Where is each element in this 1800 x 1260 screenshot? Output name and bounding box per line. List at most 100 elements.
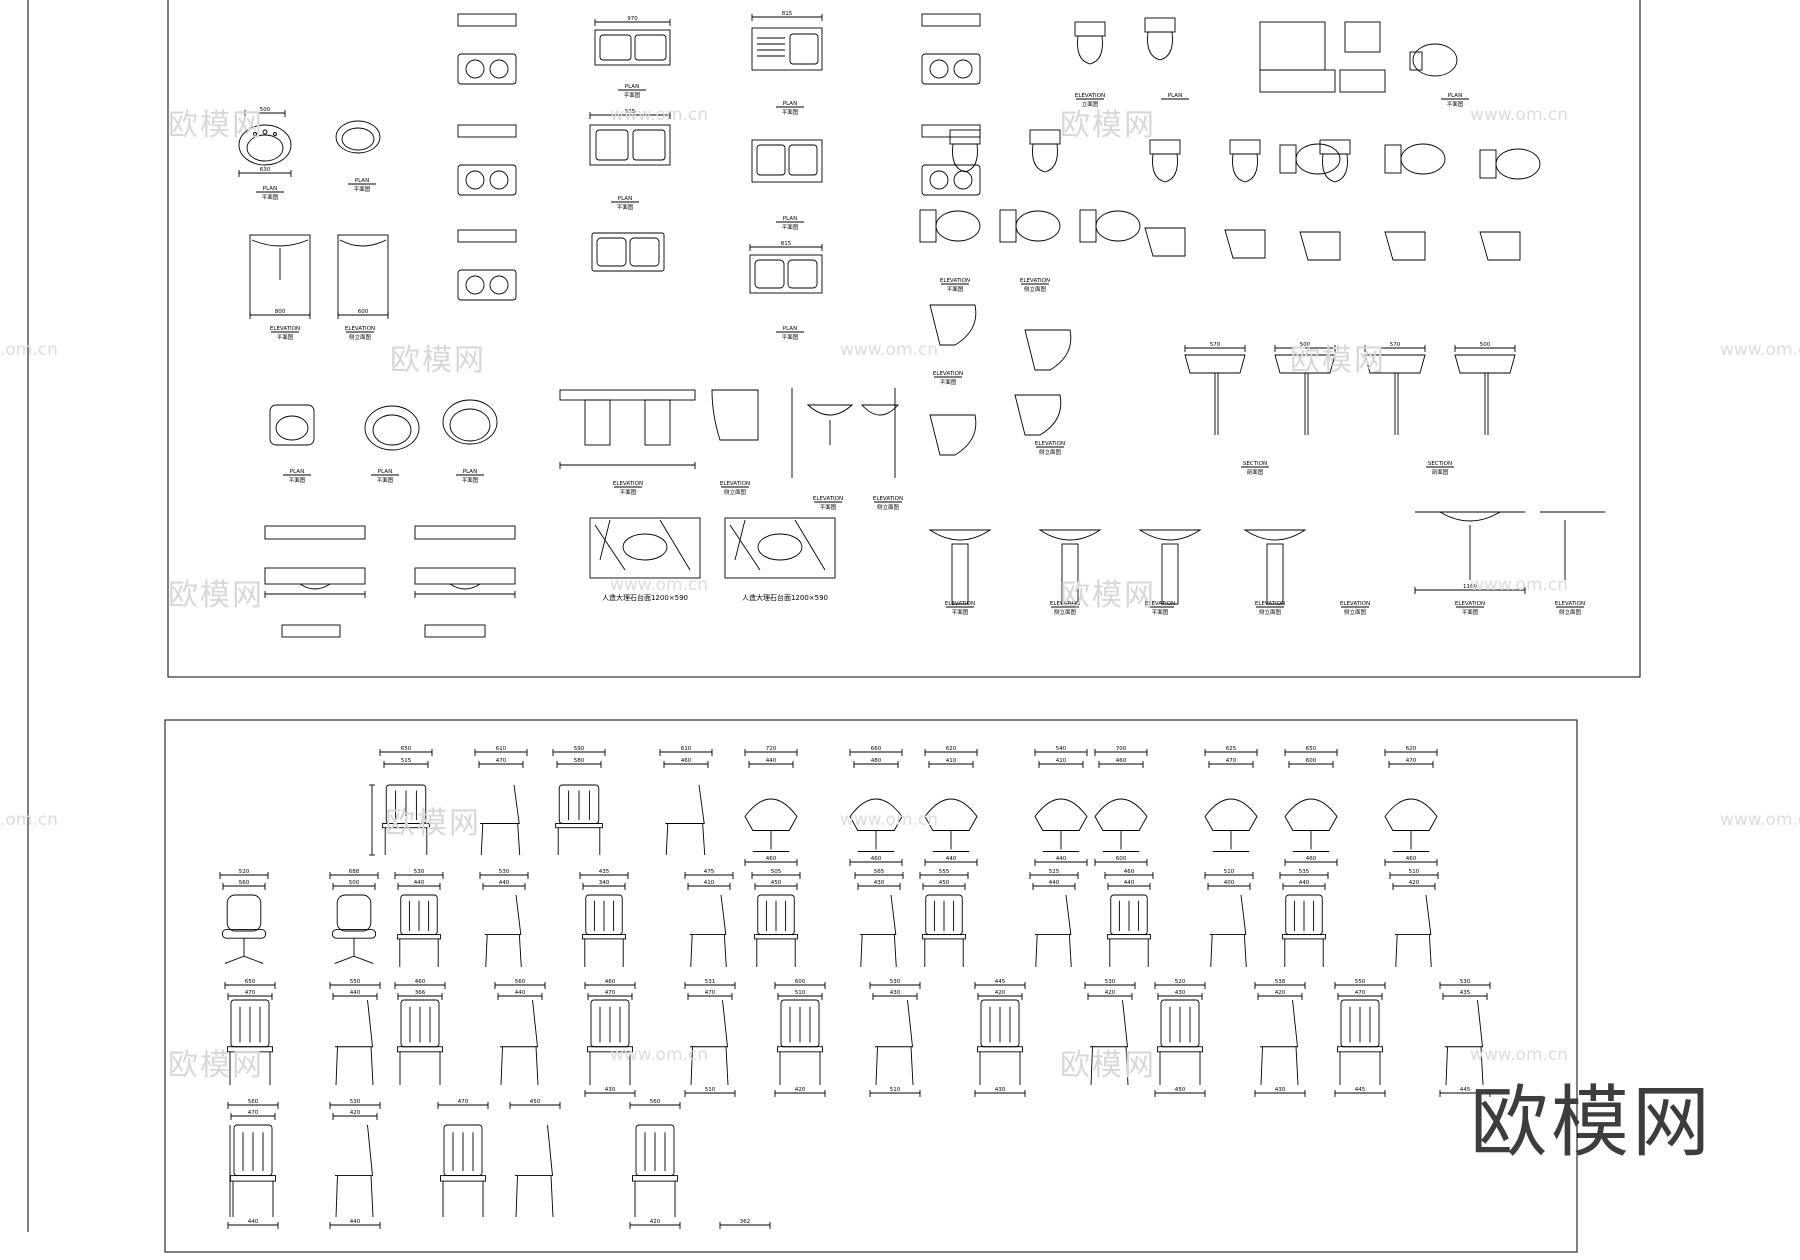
chair-leg — [702, 823, 706, 856]
dimension-label: 515 — [401, 758, 412, 764]
view-caption-cn: 剖面图 — [1247, 468, 1264, 476]
view-caption: PLAN — [783, 326, 797, 332]
fixtures-sheet-frame — [167, 0, 1641, 678]
chair-back-seat — [515, 1124, 553, 1177]
vanity-cabinet — [644, 399, 671, 446]
view-caption: SECTION — [1243, 461, 1267, 467]
dimension-label: 440 — [946, 856, 957, 862]
stove-elevation — [921, 13, 981, 27]
dimension-label: 440 — [1124, 880, 1135, 886]
counter-basin — [1439, 511, 1501, 522]
dimension-label: 470 — [1355, 990, 1366, 996]
chair-seat — [753, 934, 799, 940]
toilet-cistern-plan — [999, 209, 1017, 243]
dimension-label: 420 — [995, 990, 1006, 996]
basin-bowl — [341, 127, 375, 151]
burner — [489, 275, 509, 295]
toilet-cistern-plan — [1409, 51, 1423, 71]
view-caption-cn: 侧立面图 — [1024, 285, 1047, 293]
sink-bowl — [632, 129, 666, 161]
dimension-label: 520 — [239, 869, 250, 875]
view-caption: ELEVATION — [1255, 601, 1285, 607]
view-caption-cn: 平面图 — [377, 476, 394, 484]
toilet-cistern-plan — [919, 209, 937, 243]
dimension-label: 720 — [766, 746, 777, 752]
vanity-side — [711, 389, 759, 441]
dimension-label: 650 — [401, 746, 412, 752]
cistern — [1144, 17, 1176, 33]
chair-leg — [1243, 934, 1247, 968]
view-caption-cn: 侧立面图 — [1054, 608, 1077, 616]
view-caption: ELEVATION — [945, 601, 975, 607]
dimension-label: 460 — [1124, 869, 1135, 875]
counter-basin — [622, 533, 668, 561]
dimension-label: 500 — [349, 880, 360, 886]
dimension-label: 625 — [1226, 746, 1237, 752]
chair-leg — [550, 1175, 554, 1218]
sink-bowl — [754, 259, 785, 289]
view-caption: ELEVATION — [1145, 601, 1175, 607]
view-caption: PLAN — [783, 101, 797, 107]
toilet-cistern-plan — [1279, 144, 1297, 174]
toilet-profile — [929, 414, 977, 456]
chair-back — [336, 894, 372, 932]
chair-leg — [1125, 1046, 1129, 1086]
chair-seat — [632, 1175, 678, 1182]
sink-with-drainer — [751, 27, 823, 71]
basin-bowl — [275, 415, 309, 441]
toilet-side — [1144, 227, 1186, 257]
sink-bowl — [789, 33, 819, 65]
chair-seat — [440, 1175, 486, 1182]
sink-bowl — [788, 144, 818, 176]
dimension-label: 538 — [1275, 979, 1286, 985]
brand-logo: 欧模网 — [1470, 1078, 1714, 1168]
pedestal-basin — [1138, 529, 1202, 541]
watermark-text: 欧模网 — [1060, 1048, 1156, 1083]
dimension-label: 460 — [1116, 758, 1127, 764]
dimension-label: 420 — [650, 1219, 661, 1225]
chair-leg — [1260, 1046, 1263, 1086]
toilet-elevation — [1344, 21, 1381, 53]
double-sink-plan — [749, 254, 823, 294]
watermark-url: www.om.cn — [610, 105, 709, 125]
dimension-label: 420 — [350, 1110, 361, 1116]
view-caption: SECTION — [1428, 461, 1452, 467]
toilet-seat-plan — [1495, 148, 1541, 180]
chair-back-seat — [1445, 999, 1484, 1048]
toilet-seat-plan — [935, 210, 981, 242]
tap-hole — [253, 132, 257, 136]
view-caption-cn: 侧立面图 — [877, 503, 900, 511]
view-caption-cn: 侧立面图 — [724, 488, 747, 496]
watermark-url: www.om.cn — [840, 340, 939, 360]
dimension-label: 815 — [781, 241, 792, 247]
view-caption-cn: 平面图 — [1152, 608, 1169, 616]
chair-leg — [860, 934, 863, 968]
chair-leg — [485, 934, 488, 968]
dimension-label: 535 — [625, 109, 636, 115]
view-caption-cn: 平面图 — [782, 333, 799, 341]
dimension-label: 550 — [350, 979, 361, 985]
dimension-label: 510 — [795, 990, 806, 996]
view-caption: PLAN — [378, 469, 392, 475]
double-sink-plan — [589, 124, 671, 166]
view-caption-cn: 侧立面图 — [1344, 608, 1367, 616]
dimension-label: 610 — [681, 746, 692, 752]
stove-elevation — [921, 124, 981, 138]
chair-shell — [1284, 798, 1338, 831]
dimension-label: 620 — [1406, 746, 1417, 752]
view-caption: ELEVATION — [813, 496, 843, 502]
toilet-seat-plan — [1015, 210, 1061, 242]
stove-plan — [457, 53, 517, 85]
dimension-label: 510 — [705, 1087, 716, 1093]
basin-section — [1274, 354, 1336, 374]
view-caption-cn: 平面图 — [947, 285, 964, 293]
chair-shell — [1034, 798, 1088, 831]
dimension-label: 600 — [795, 979, 806, 985]
chair-leg — [1395, 934, 1398, 968]
chair-seat — [587, 1046, 633, 1053]
drainer-grooves — [757, 37, 785, 57]
chair-shell — [744, 798, 798, 831]
watermark-text: 欧模网 — [168, 1048, 264, 1083]
chair-leg — [725, 1046, 729, 1086]
dimension-label: 560 — [239, 880, 250, 886]
